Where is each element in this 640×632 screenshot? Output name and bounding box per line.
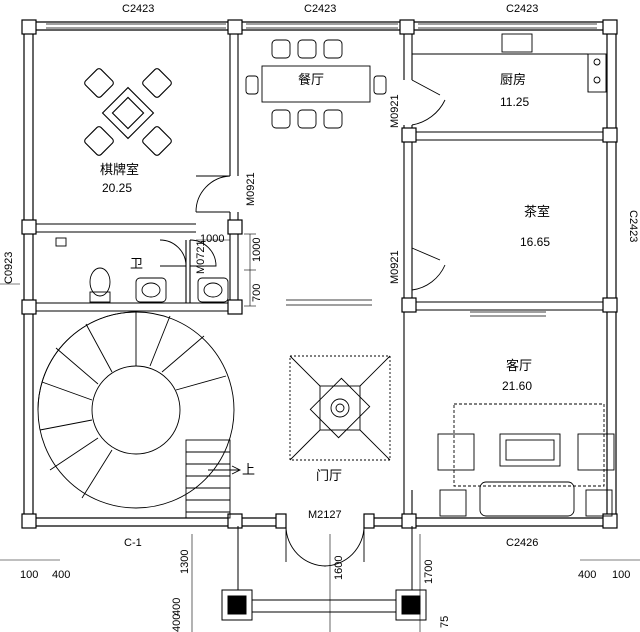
- foyer-name: 门厅: [316, 469, 343, 484]
- door-kitchen: M0921: [389, 94, 401, 128]
- dim-1000-vertical: 1000: [251, 237, 263, 262]
- kitchen-counter: [412, 33, 607, 93]
- spiral-staircase: [37, 311, 242, 519]
- wc-fixtures: [55, 237, 229, 303]
- dim-400-left: 400: [52, 569, 71, 581]
- tea-room-area: 16.65: [520, 235, 551, 249]
- dim-400-porch-b: 400: [171, 613, 183, 632]
- dining-table: [245, 39, 387, 129]
- door-chess: M0921: [245, 172, 257, 206]
- door-swings: [159, 79, 446, 567]
- dim-1700: 1700: [423, 559, 435, 584]
- top-windows: [46, 23, 597, 29]
- chess-table: [84, 68, 172, 156]
- stair-up-label: 上: [242, 463, 256, 478]
- window-top-right: C2423: [506, 3, 539, 15]
- door-wc: M0721: [195, 240, 207, 274]
- dining-room-name: 餐厅: [298, 73, 325, 88]
- dimension-lines: [0, 233, 640, 632]
- chess-room-name: 棋牌室: [100, 163, 140, 178]
- columns: [21, 19, 618, 529]
- dim-700: 700: [251, 283, 263, 302]
- window-top-left: C2423: [122, 3, 155, 15]
- exterior-walls: [23, 21, 617, 527]
- dim-400-right: 400: [578, 569, 597, 581]
- kitchen-name: 厨房: [500, 73, 527, 88]
- dim-1000-horizontal: 1000: [200, 233, 225, 245]
- door-tea: M0921: [389, 250, 401, 284]
- porch: [221, 526, 427, 621]
- chess-room-area: 20.25: [102, 181, 133, 195]
- wc-name: 卫: [130, 257, 144, 272]
- dim-75: 75: [439, 615, 451, 628]
- entry-door-label: M2127: [308, 509, 342, 521]
- interior-walls: [33, 30, 607, 518]
- tea-window: [286, 299, 546, 317]
- kitchen-area: 11.25: [500, 95, 530, 109]
- window-top-mid: C2423: [304, 3, 337, 15]
- dim-1300: 1300: [179, 549, 191, 574]
- living-sofa-set: [437, 403, 615, 517]
- window-bottom-left: C-1: [124, 537, 142, 549]
- tea-room-name: 茶室: [524, 205, 551, 220]
- dim-100-right: 100: [612, 569, 631, 581]
- living-room-area: 21.60: [502, 379, 533, 393]
- window-left: C0923: [3, 251, 15, 284]
- foyer-medallion: [289, 355, 391, 461]
- living-room-name: 客厅: [506, 359, 533, 374]
- window-bottom-right: C2426: [506, 537, 539, 549]
- window-right: C2423: [627, 210, 639, 243]
- dim-1600: 1600: [333, 555, 345, 580]
- dim-100-left-a: 100: [20, 569, 39, 581]
